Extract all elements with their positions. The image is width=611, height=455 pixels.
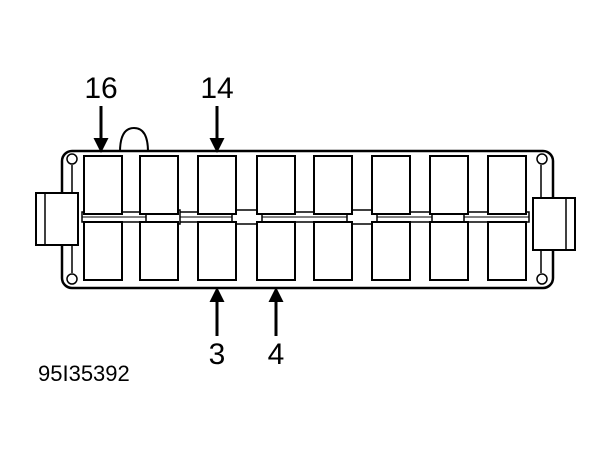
- terminal-cavity: [313, 221, 353, 281]
- callout-label-14: 14: [200, 72, 233, 105]
- terminal-cavity: [429, 155, 469, 215]
- callout-label-16: 16: [84, 72, 117, 105]
- terminal-cavity: [83, 221, 123, 281]
- terminal-cavity: [256, 221, 296, 281]
- terminal-cavity: [371, 221, 411, 281]
- terminal-cavity: [83, 155, 123, 215]
- corner-stud: [66, 153, 78, 165]
- cavity-row-bottom: [83, 221, 527, 281]
- corner-stud: [536, 273, 548, 285]
- right-side-tab: [532, 197, 576, 251]
- terminal-cavity: [139, 221, 179, 281]
- terminal-cavity: [487, 155, 527, 215]
- terminal-cavity: [313, 155, 353, 215]
- left-side-tab: [35, 192, 79, 246]
- corner-stud: [66, 273, 78, 285]
- terminal-cavity: [429, 221, 469, 281]
- latch-tab: [119, 126, 149, 153]
- terminal-cavity: [139, 155, 179, 215]
- cavity-row-top: [83, 155, 527, 215]
- callout-label-4: 4: [268, 338, 285, 371]
- corner-stud: [536, 153, 548, 165]
- terminal-cavity: [256, 155, 296, 215]
- terminal-cavity: [197, 155, 237, 215]
- callout-label-3: 3: [209, 338, 226, 371]
- figure-reference: 95I35392: [38, 361, 130, 386]
- terminal-cavity: [487, 221, 527, 281]
- terminal-cavity: [197, 221, 237, 281]
- terminal-cavity: [371, 155, 411, 215]
